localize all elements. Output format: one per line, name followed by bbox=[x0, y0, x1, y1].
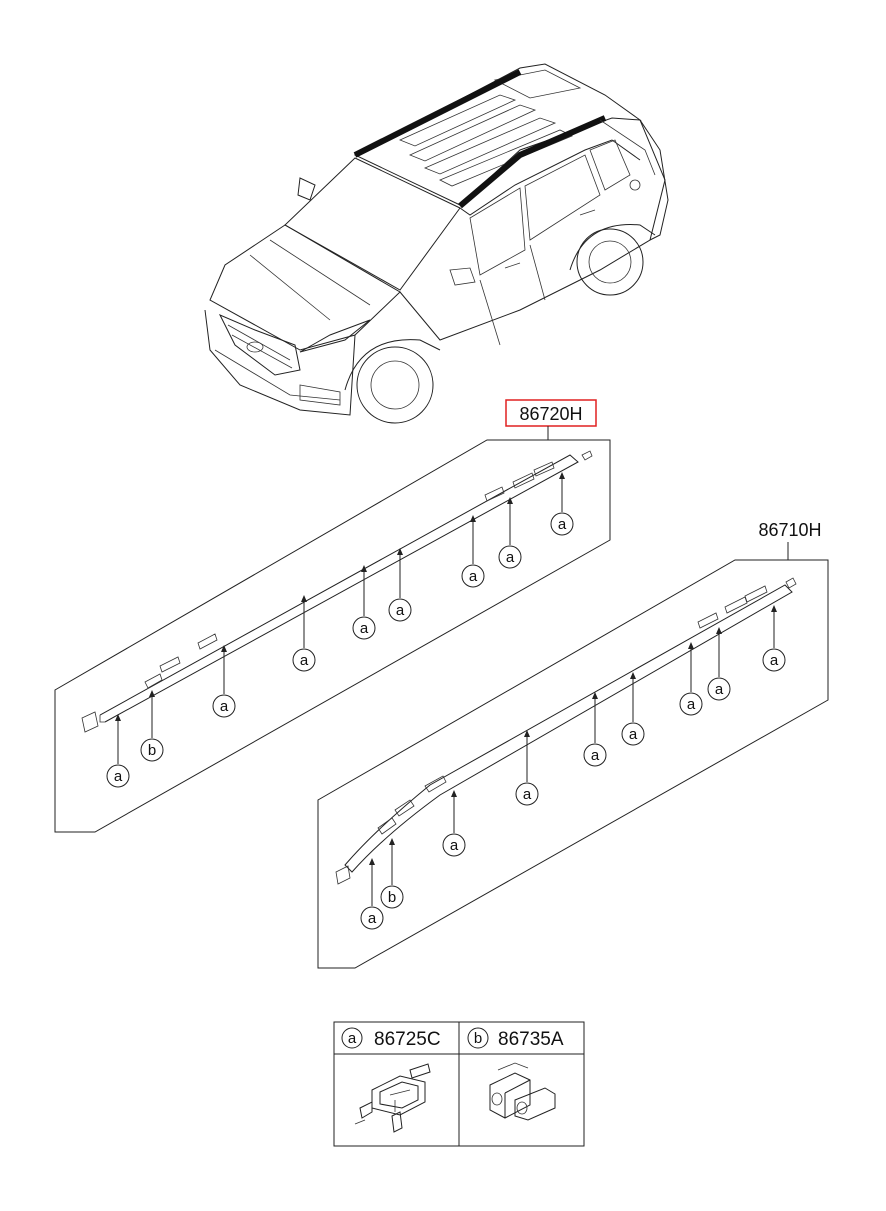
marker-b-callout: b bbox=[140, 690, 164, 762]
legend-table: a 86725C b 86735A bbox=[333, 1021, 585, 1147]
marker-a-label: a bbox=[360, 620, 369, 637]
marker-a-callout: a bbox=[352, 565, 376, 640]
upper-rail-callout: 86720H bbox=[505, 399, 597, 440]
marker-a-callout: a bbox=[461, 515, 485, 588]
marker-a-label: a bbox=[450, 837, 459, 854]
marker-a-label: a bbox=[591, 747, 600, 764]
upper-rail-part-number: 86720H bbox=[519, 404, 582, 424]
marker-a-callout: a bbox=[106, 714, 130, 788]
part-number-highlight bbox=[505, 399, 597, 427]
marker-a-label: a bbox=[300, 652, 309, 669]
marker-a-callout: a bbox=[621, 672, 645, 746]
marker-a-callout: a bbox=[498, 497, 522, 569]
legend-marker-b: b bbox=[474, 1030, 482, 1047]
marker-a-callout: a bbox=[762, 605, 786, 672]
legend-part-number-a: 86725C bbox=[374, 1029, 441, 1050]
marker-a-label: a bbox=[523, 786, 532, 803]
marker-a-callout: a bbox=[212, 645, 236, 718]
marker-b-label: b bbox=[148, 742, 156, 759]
marker-b-callout: b bbox=[380, 838, 404, 909]
upper-roof-rail-strip bbox=[81, 450, 593, 733]
legend-marker-a: a bbox=[348, 1030, 357, 1047]
marker-a-label: a bbox=[687, 696, 696, 713]
marker-a-callout: a bbox=[360, 858, 384, 930]
vehicle-illustration bbox=[204, 63, 669, 424]
clip-icon bbox=[354, 1063, 431, 1133]
marker-a-label: a bbox=[558, 516, 567, 533]
marker-a-callout: a bbox=[679, 642, 703, 716]
marker-a-label: a bbox=[629, 726, 638, 743]
legend-row-b: b 86735A bbox=[467, 1027, 564, 1050]
marker-a-callout: a bbox=[515, 730, 539, 806]
marker-a-label: a bbox=[114, 768, 123, 785]
marker-b-label: b bbox=[388, 889, 396, 906]
marker-a-label: a bbox=[715, 681, 724, 698]
marker-a-callout: a bbox=[707, 627, 731, 701]
marker-a-label: a bbox=[368, 910, 377, 927]
marker-a-callout: a bbox=[583, 692, 607, 767]
marker-a-label: a bbox=[506, 549, 515, 566]
marker-a-callout: a bbox=[388, 548, 412, 622]
marker-a-label: a bbox=[770, 652, 779, 669]
lower-rail-part-number: 86710H bbox=[758, 520, 821, 540]
lower-rail-group-frame bbox=[317, 559, 829, 969]
lower-rail-callout: 86710H bbox=[758, 520, 822, 560]
lower-roof-rail-strip bbox=[335, 577, 797, 885]
marker-a-label: a bbox=[469, 568, 478, 585]
upper-rail-group-frame bbox=[54, 439, 611, 833]
marker-a-label: a bbox=[396, 602, 405, 619]
bracket-icon bbox=[489, 1062, 556, 1121]
marker-a-callout: a bbox=[550, 472, 574, 536]
marker-a-callout: a bbox=[292, 595, 316, 672]
legend-row-a: a 86725C bbox=[341, 1027, 441, 1050]
legend-part-number-b: 86735A bbox=[498, 1029, 564, 1050]
marker-a-callout: a bbox=[442, 790, 466, 857]
marker-a-label: a bbox=[220, 698, 229, 715]
